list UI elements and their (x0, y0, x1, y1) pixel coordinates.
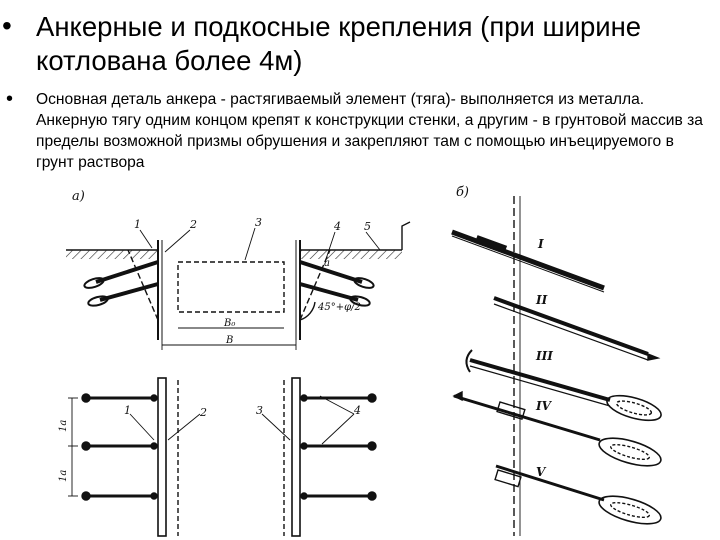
width-b0-label: В₀ (223, 318, 235, 329)
title-bullet: • Анкерные и подкосные крепления (при ши… (2, 10, 714, 78)
figure-b-stages: б) (451, 185, 662, 536)
body-paragraph: Основная деталь анкера - растягиваемый э… (36, 91, 703, 171)
angle-label: 45°+φ/2 (317, 302, 361, 313)
spacing-label-2: 1а (58, 470, 69, 482)
plan-callout-2: 2 (199, 406, 207, 419)
stage-3-label: III (535, 349, 553, 363)
plan-callout-4: 4 (353, 404, 361, 417)
plan-callout-3: 3 (256, 404, 263, 417)
figure-a-plan: 1 2 3 4 1а 1а (58, 377, 377, 537)
stage-1-label: I (537, 237, 544, 251)
bullet-marker: • (6, 88, 14, 110)
body-bullet: • Основная деталь анкера - растягиваемый… (2, 89, 714, 173)
callout-1: 1 (134, 218, 141, 231)
stage-5-label: V (536, 465, 547, 479)
callout-3: 3 (255, 216, 262, 229)
slide-title: Анкерные и подкосные крепления (при шири… (36, 11, 642, 76)
width-b-label: В (225, 335, 233, 346)
figure-a-label: а) (72, 189, 85, 204)
plan-callout-1: 1 (124, 404, 131, 417)
callout-5: 5 (364, 220, 371, 233)
spacing-label-1: 1а (58, 420, 69, 432)
figure-a-section: а) (66, 189, 411, 350)
figure-b-label: б) (456, 185, 469, 200)
callout-2: 2 (189, 218, 197, 231)
stage-2-label: II (535, 293, 548, 307)
point-a-label: а (324, 258, 330, 269)
callout-4: 4 (333, 220, 341, 233)
bullet-marker: • (2, 10, 12, 41)
stage-4-label: IV (535, 399, 553, 413)
